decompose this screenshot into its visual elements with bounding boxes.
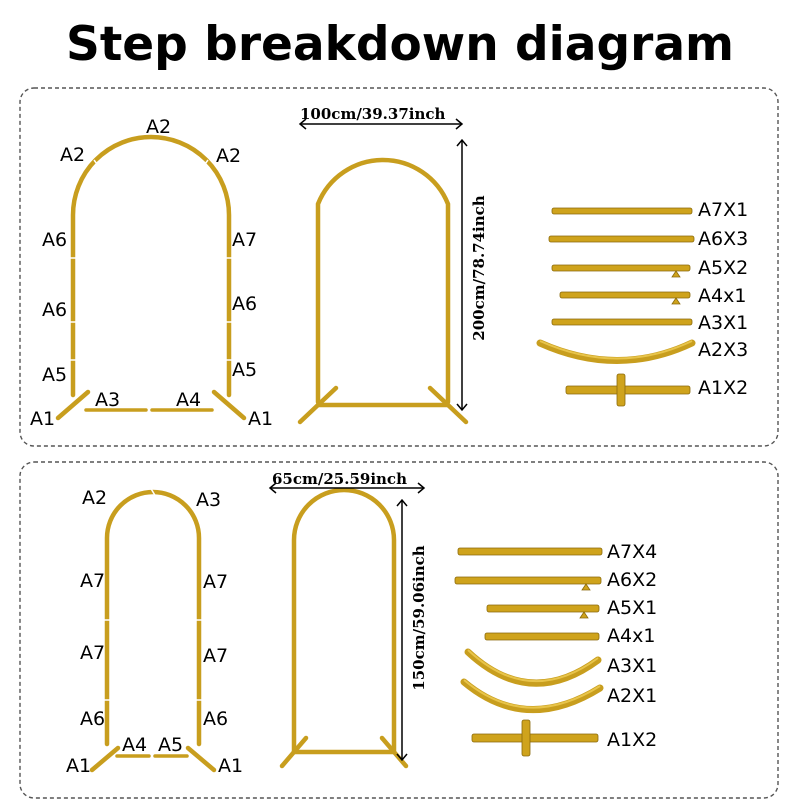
bottom-height-label: 150cm/59.06inch xyxy=(410,545,428,691)
bottom-label-left-1: A7 xyxy=(80,570,105,592)
top-part-a2 xyxy=(536,339,696,364)
top-part-a5 xyxy=(551,264,691,272)
bottom-label-base-left: A4 xyxy=(122,734,147,756)
bottom-part-label-5: A3X1 xyxy=(607,655,657,677)
top-part-a7 xyxy=(551,207,693,215)
top-label-right-2: A6 xyxy=(232,293,257,315)
top-part-a6 xyxy=(548,235,695,243)
top-part-a4 xyxy=(559,291,691,299)
top-label-right-3: A5 xyxy=(232,359,257,381)
bottom-label-left-3: A6 xyxy=(80,708,105,730)
bottom-assembled-foot-left xyxy=(279,735,309,769)
top-part-label-5: A3X1 xyxy=(698,312,748,334)
top-label-right-top: A2 xyxy=(216,145,241,167)
top-part-label-7: A1X2 xyxy=(698,377,748,399)
top-label-left-top: A2 xyxy=(60,144,85,166)
top-exploded-foot-right xyxy=(211,389,247,421)
top-label-left-2: A6 xyxy=(42,299,67,321)
bottom-exploded-foot-left xyxy=(89,745,121,773)
top-assembled-foot-right xyxy=(427,385,469,425)
bottom-exploded-frame xyxy=(104,489,202,747)
top-exploded-arch: A2 A2 A2 A6 A6 A5 A1 A7 A6 A5 A1 A3 A4 xyxy=(30,116,273,430)
top-part-a1 xyxy=(565,385,691,395)
top-assembled-foot-left xyxy=(297,385,339,425)
bottom-label-right-1: A7 xyxy=(203,571,228,593)
top-assembled-frame xyxy=(315,157,451,405)
top-label-top: A2 xyxy=(146,116,171,138)
top-part-label-4: A4x1 xyxy=(698,285,746,307)
bottom-label-right-2: A7 xyxy=(203,645,228,667)
top-label-left-foot: A1 xyxy=(30,408,55,430)
bottom-part-label-6: A2X1 xyxy=(607,685,657,707)
top-label-right-1: A7 xyxy=(232,229,257,251)
bottom-assembled-foot-right xyxy=(379,735,409,769)
top-label-base-left: A3 xyxy=(95,389,120,411)
top-part-a3 xyxy=(551,318,693,326)
bottom-label-left-foot: A1 xyxy=(66,755,91,777)
top-part-label-6: A2X3 xyxy=(698,339,748,361)
top-exploded-foot-left xyxy=(55,389,91,421)
bottom-label-right-foot: A1 xyxy=(218,755,243,777)
bottom-parts-list: A7X4 A6X2 A5X1 A4x1 A3X1 A2X1 A1X2 xyxy=(454,541,657,757)
bottom-exploded-joints xyxy=(102,486,204,701)
bottom-part-a7 xyxy=(457,547,603,556)
top-exploded-joints xyxy=(68,159,234,361)
bottom-exploded-arch: A2 A3 A7 A7 A6 A1 A7 A7 A6 A1 A4 A5 xyxy=(66,486,243,777)
top-part-label-3: A5X2 xyxy=(698,257,748,279)
bottom-part-label-1: A7X4 xyxy=(607,541,657,563)
bottom-panel-border xyxy=(19,461,779,799)
top-part-label-2: A6X3 xyxy=(698,228,748,250)
bottom-part-a4 xyxy=(484,632,600,641)
bottom-assembled-frame xyxy=(291,487,397,755)
bottom-width-label: 65cm/25.59inch xyxy=(272,470,407,488)
bottom-part-label-4: A4x1 xyxy=(607,625,655,647)
bottom-part-a3 xyxy=(464,648,602,687)
page-title: Step breakdown diagram xyxy=(66,17,734,72)
top-label-left-1: A6 xyxy=(42,229,67,251)
top-label-right-foot: A1 xyxy=(248,408,273,430)
top-label-left-3: A5 xyxy=(42,364,67,386)
bottom-label-left-top: A2 xyxy=(82,487,107,509)
bottom-part-a6 xyxy=(454,576,602,585)
bottom-part-a2 xyxy=(460,678,604,714)
bottom-exploded-foot-right xyxy=(185,745,217,773)
top-panel: A2 A2 A2 A6 A6 A5 A1 A7 A6 A5 A1 A3 A4 1… xyxy=(19,87,779,447)
bottom-label-right-3: A6 xyxy=(203,708,228,730)
top-width-label: 100cm/39.37inch xyxy=(300,105,446,123)
bottom-label-right-top: A3 xyxy=(196,489,221,511)
bottom-panel: A2 A3 A7 A7 A6 A1 A7 A7 A6 A1 A4 A5 65cm… xyxy=(19,461,779,799)
top-label-base-right: A4 xyxy=(176,389,201,411)
bottom-assembled-arch: 65cm/25.59inch 150cm/59.06inch xyxy=(268,470,428,769)
bottom-part-label-3: A5X1 xyxy=(607,597,657,619)
top-exploded-frame xyxy=(70,134,232,398)
bottom-part-a5 xyxy=(486,604,600,613)
top-assembled-arch: 100cm/39.37inch 200cm/78.74inch xyxy=(297,105,488,425)
top-height-label: 200cm/78.74inch xyxy=(470,195,488,341)
bottom-label-base-right: A5 xyxy=(158,734,183,756)
top-panel-border xyxy=(19,87,779,447)
bottom-part-a1 xyxy=(471,733,599,743)
top-part-label-1: A7X1 xyxy=(698,199,748,221)
bottom-part-label-7: A1X2 xyxy=(607,729,657,751)
bottom-part-label-2: A6X2 xyxy=(607,569,657,591)
top-parts-list: A7X1 A6X3 A5X2 A4x1 A3X1 A2X3 A1X2 xyxy=(536,199,748,407)
bottom-label-left-2: A7 xyxy=(80,642,105,664)
